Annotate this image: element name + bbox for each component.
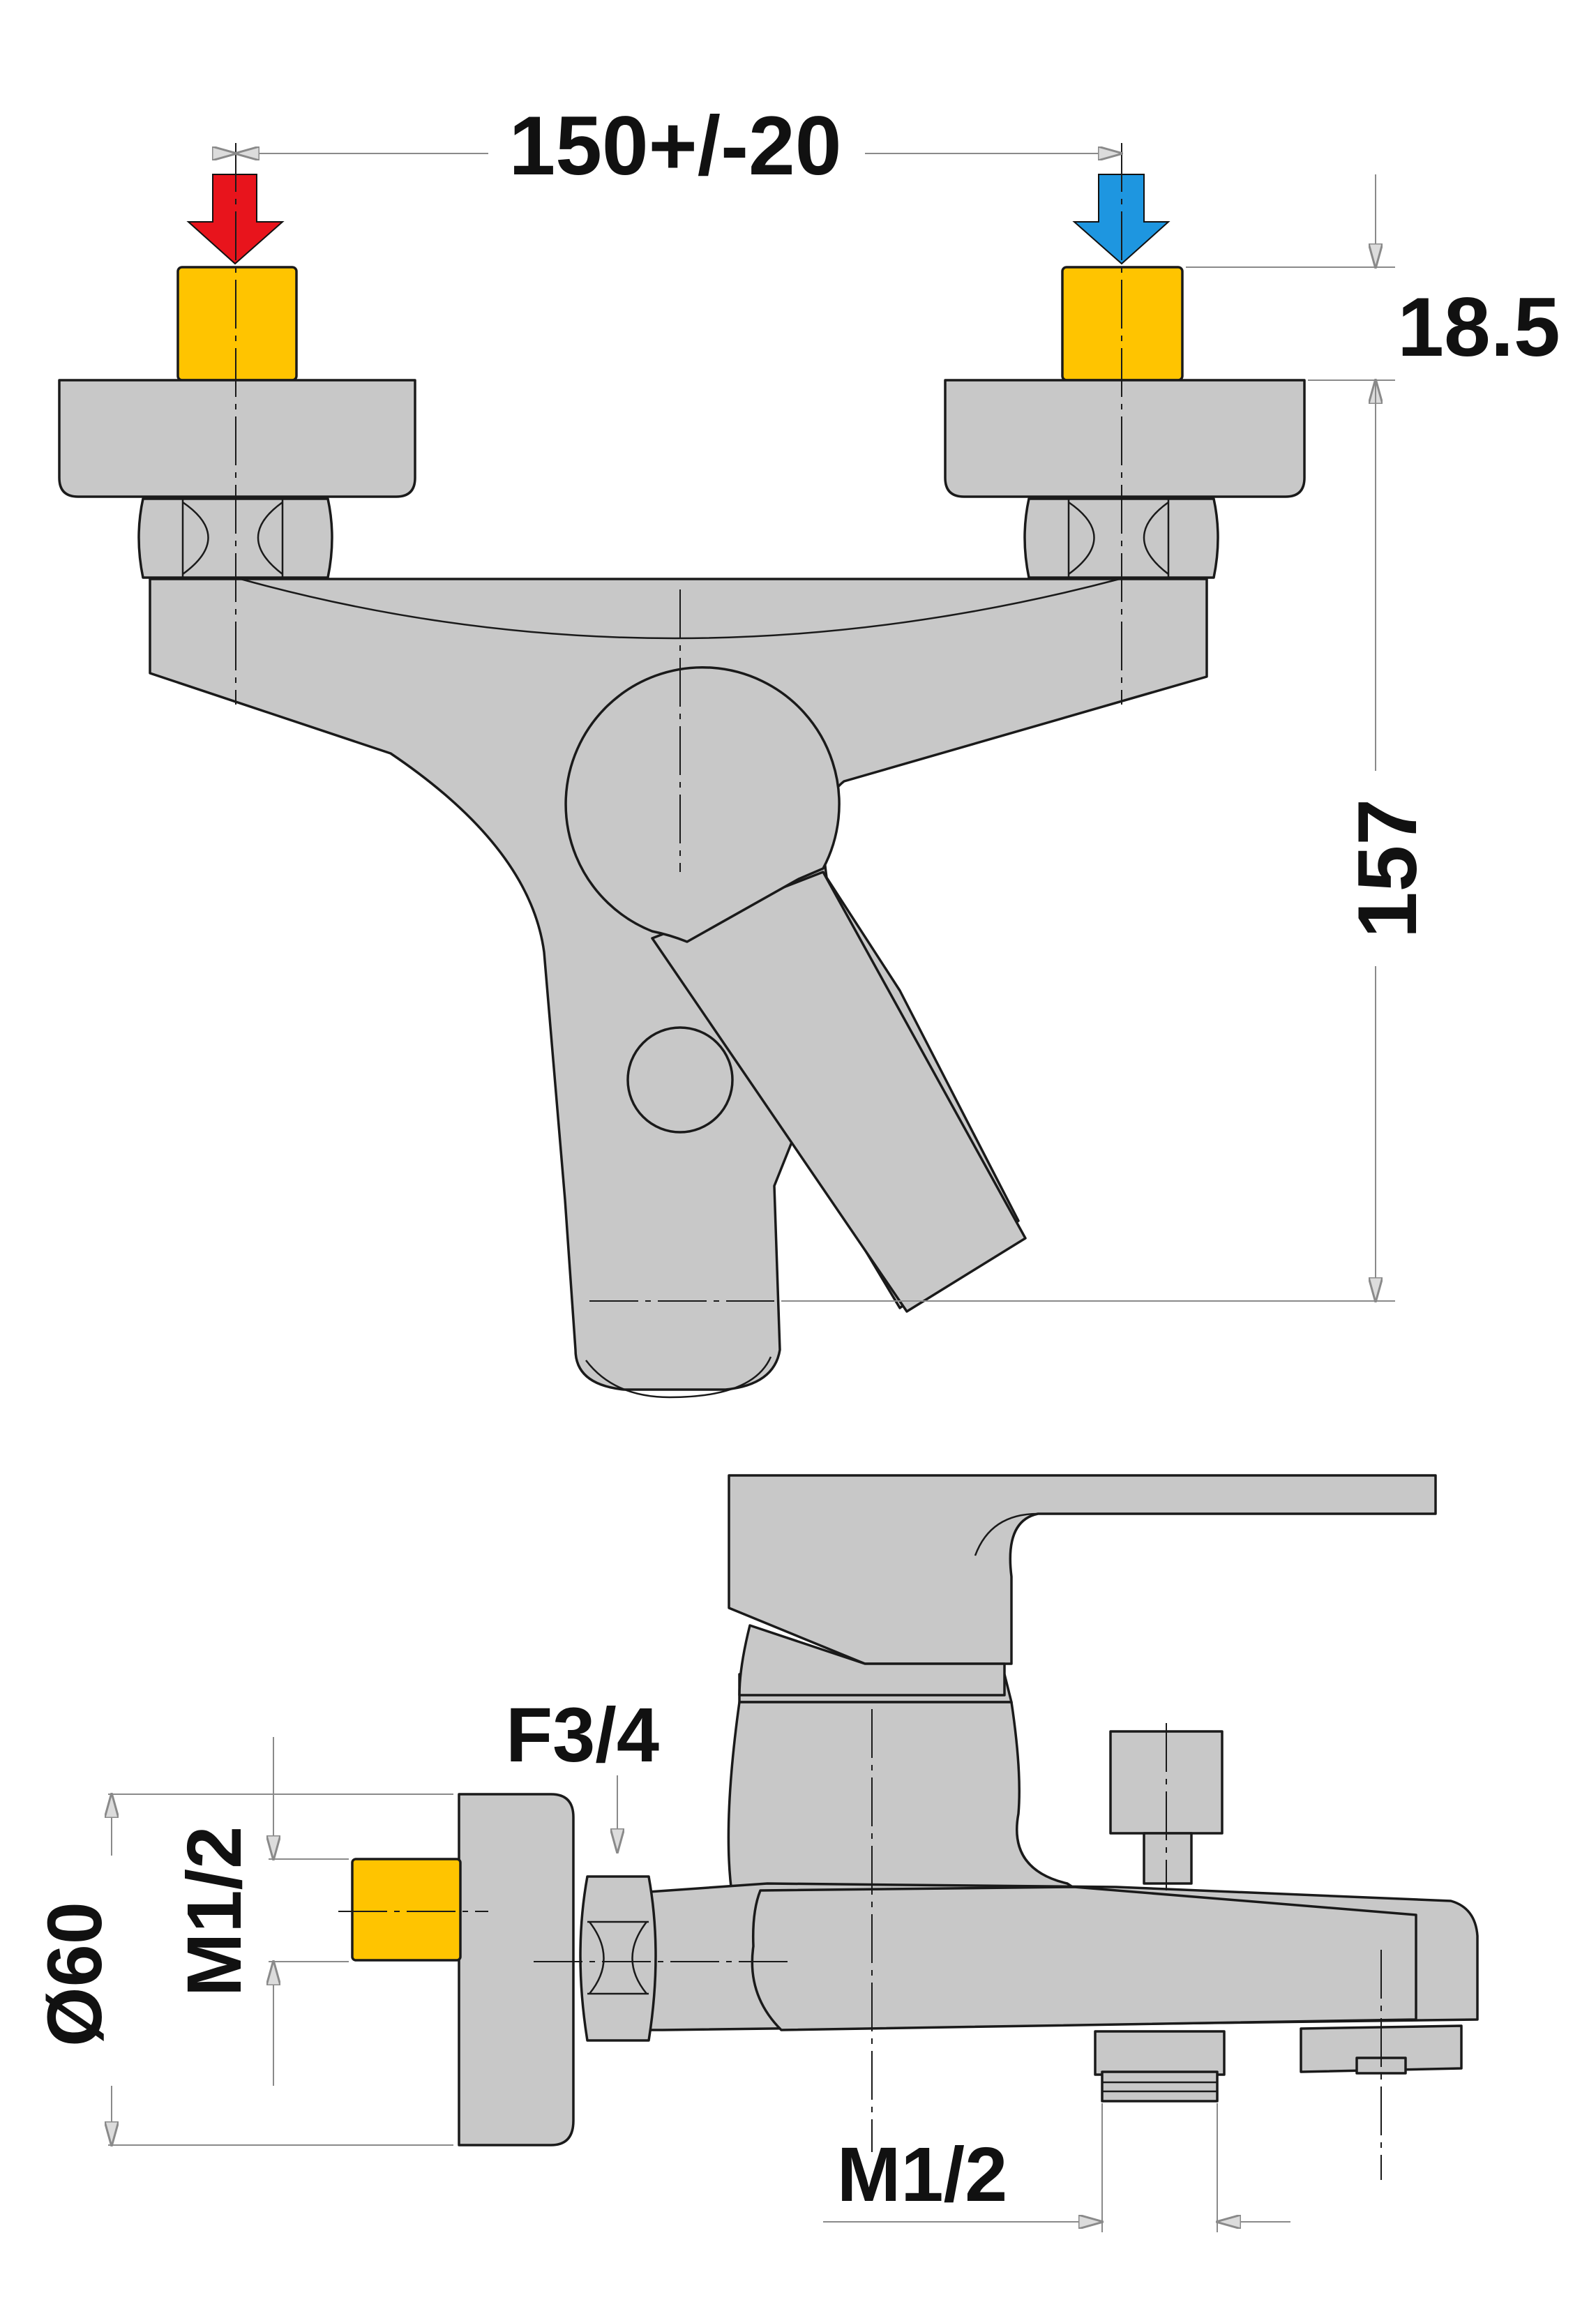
dim-inlet-thread-side-label: F3/4 xyxy=(506,1692,659,1778)
outlet-nozzle xyxy=(1094,2030,1226,2076)
hot-hex-nut xyxy=(137,497,333,579)
outlet-thread xyxy=(1101,2070,1219,2103)
dim-inlet-length-label: 18.5 xyxy=(1397,280,1560,374)
cold-rosette xyxy=(944,379,1306,498)
cold-hex-nut xyxy=(1023,497,1219,579)
hot-inlet-thread xyxy=(176,266,298,382)
dim-rosette-diameter-label: Ø60 xyxy=(32,1902,118,2047)
side-view xyxy=(338,1474,1479,2180)
dimensions-side: F3/4 Ø60 M1/2 M1/2 xyxy=(32,1692,1290,2232)
hex-nut-side xyxy=(579,1875,657,2042)
spout-front-panel xyxy=(751,1886,1417,2031)
dimensions-top: 150+/-20 18.5 157 xyxy=(236,99,1560,1301)
cartridge-upper xyxy=(738,1624,1006,1697)
inlet-thread-side xyxy=(351,1858,462,1962)
diverter-knob xyxy=(626,1026,734,1134)
dim-height-label: 157 xyxy=(1341,799,1434,938)
rosette-side xyxy=(458,1793,575,2146)
dim-spacing-label: 150+/-20 xyxy=(509,99,841,193)
cartridge-housing xyxy=(727,1701,1090,1899)
top-view xyxy=(58,143,1306,1399)
dim-outlet-thread-label: M1/2 xyxy=(837,2132,1008,2218)
body-top-curve xyxy=(240,578,1120,640)
lever-handle-side xyxy=(728,1474,1437,1665)
hot-rosette xyxy=(58,379,416,498)
spout-lower-edge xyxy=(585,1356,772,1399)
dim-inlet-thread-label: M1/2 xyxy=(172,1826,257,1997)
diverter-stem xyxy=(1143,1832,1193,1885)
